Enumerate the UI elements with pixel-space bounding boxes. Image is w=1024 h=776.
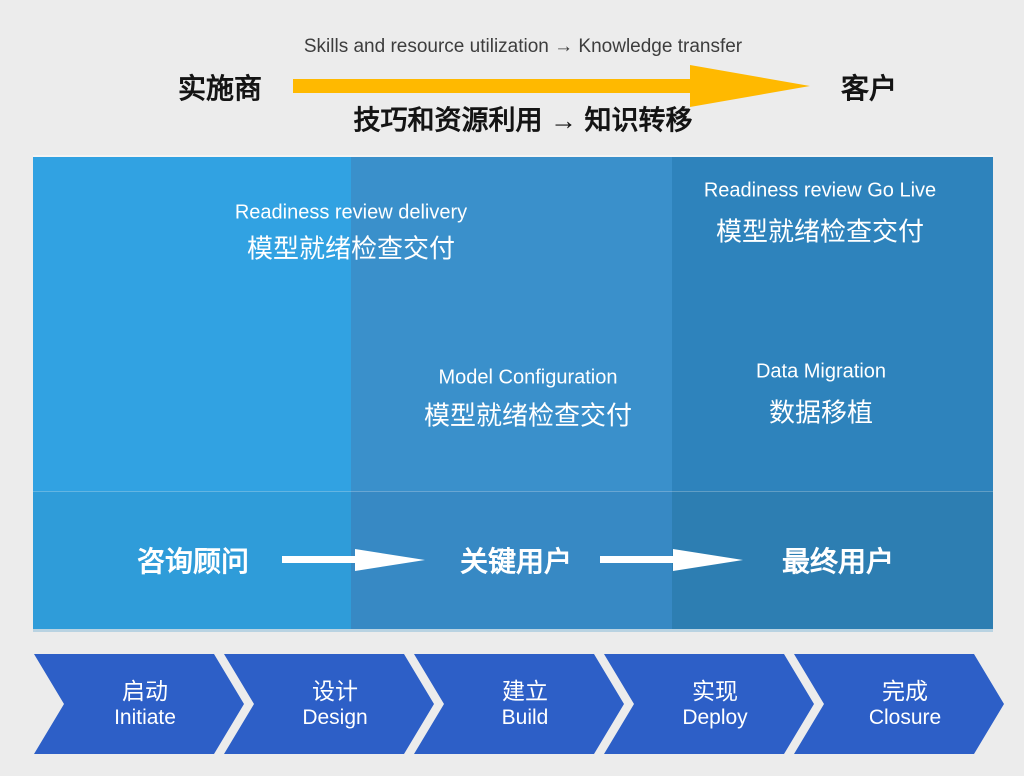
role-end-user-label: 最终用户 <box>781 546 895 577</box>
skills-transfer-caption-en: Skills and resource utilization → Knowle… <box>303 36 743 57</box>
data-migration-en: Data Migration <box>755 360 887 383</box>
model-configuration-en: Model Configuration <box>438 366 618 389</box>
knowledge-transfer-arrow-icon <box>690 65 810 107</box>
phase-label-en: Deploy <box>682 706 748 729</box>
readiness-review-golive-en: Readiness review Go Live <box>703 179 937 202</box>
phase-chevron-build: 建立 Build <box>414 654 624 754</box>
phase-label-en: Build <box>501 706 549 729</box>
matrix-panel: Readiness review delivery 模型就绪检查交付 Model… <box>33 155 993 629</box>
knowledge-transfer-arrow-shaft <box>293 79 690 93</box>
phase-label-zh: 启动 <box>122 678 168 704</box>
readiness-review-golive-zh: 模型就绪检查交付 <box>715 216 925 247</box>
readiness-review-delivery-zh: 模型就绪检查交付 <box>246 233 456 264</box>
model-configuration-zh: 模型就绪检查交付 <box>423 400 633 431</box>
role-consultant-label: 咨询顾问 <box>136 546 250 577</box>
phase-label-zh: 建立 <box>502 678 548 704</box>
phase-chevron-design: 设计 Design <box>224 654 434 754</box>
phase-label-zh: 设计 <box>312 678 358 704</box>
phase-chevron-deploy: 实现 Deploy <box>604 654 814 754</box>
phase-chevron-closure: 完成 Closure <box>794 654 1004 754</box>
phase-label-zh: 完成 <box>882 678 928 704</box>
matrix-grid <box>33 157 993 629</box>
role-key-user-label: 关键用户 <box>459 546 573 577</box>
column1-top-cell <box>33 157 351 491</box>
phase-label-en: Initiate <box>114 706 176 729</box>
phase-chevron-initiate: 启动 Initiate <box>34 654 244 754</box>
customer-label: 客户 <box>840 73 898 104</box>
implementer-label: 实施商 <box>177 73 263 104</box>
phase-label-en: Closure <box>868 706 942 729</box>
column2-top-cell <box>351 157 672 491</box>
skills-transfer-caption-zh: 技巧和资源利用 → 知识转移 <box>353 105 693 136</box>
data-migration-zh: 数据移植 <box>768 397 874 428</box>
column3-top-cell <box>672 157 993 491</box>
phase-label-zh: 实现 <box>692 678 738 704</box>
phase-label-en: Design <box>302 706 368 729</box>
readiness-review-delivery-en: Readiness review delivery <box>234 201 468 224</box>
